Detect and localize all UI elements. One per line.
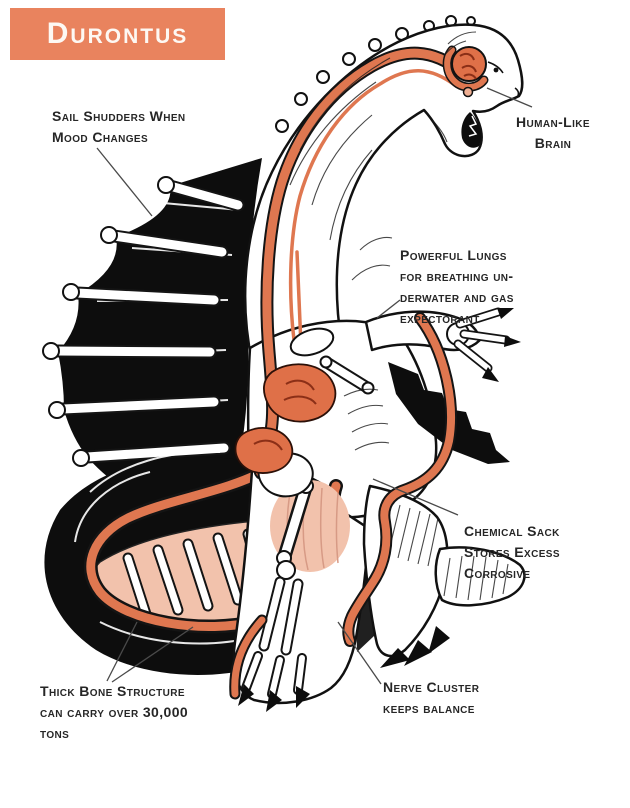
leader-sail [96, 147, 153, 217]
stomach-organ [263, 363, 337, 423]
label-brain: Human-Like Brain [516, 114, 590, 151]
secondary-nerve-line [288, 69, 458, 342]
label-lungs: Powerful Lungs for breathing un- derwate… [400, 247, 514, 326]
page-title: Durontus [46, 17, 189, 50]
pen-texture [289, 31, 477, 281]
brain [451, 46, 487, 82]
leader-chemical [372, 478, 459, 516]
leader-bone-2 [111, 626, 194, 683]
leader-lungs [376, 299, 401, 319]
legs [232, 468, 526, 712]
mouth [461, 112, 481, 148]
leader-bone-1 [106, 621, 138, 682]
rear-foot [434, 546, 526, 607]
back-sail [42, 158, 262, 500]
leader-nerve [337, 621, 382, 685]
label-chemical-sack: Chemical Sack Stores Excess Corrosive [464, 523, 560, 581]
dorsal-tract [344, 314, 455, 645]
leader-brain [486, 87, 533, 108]
sail-spines [42, 176, 245, 467]
leader-lines [96, 87, 533, 685]
internal-organs [229, 46, 469, 700]
title-banner: Durontus [10, 8, 225, 60]
label-bone-structure: Thick Bone Structure can carry over 30,0… [40, 683, 189, 741]
chemical-sack-organ [234, 427, 294, 474]
hand-claws [453, 307, 521, 382]
eye [493, 67, 499, 73]
label-nerve-cluster: Nerve Cluster keeps balance [383, 679, 480, 716]
head-details [442, 45, 520, 148]
label-sail: Sail Shudders When Mood Changes [52, 108, 186, 145]
